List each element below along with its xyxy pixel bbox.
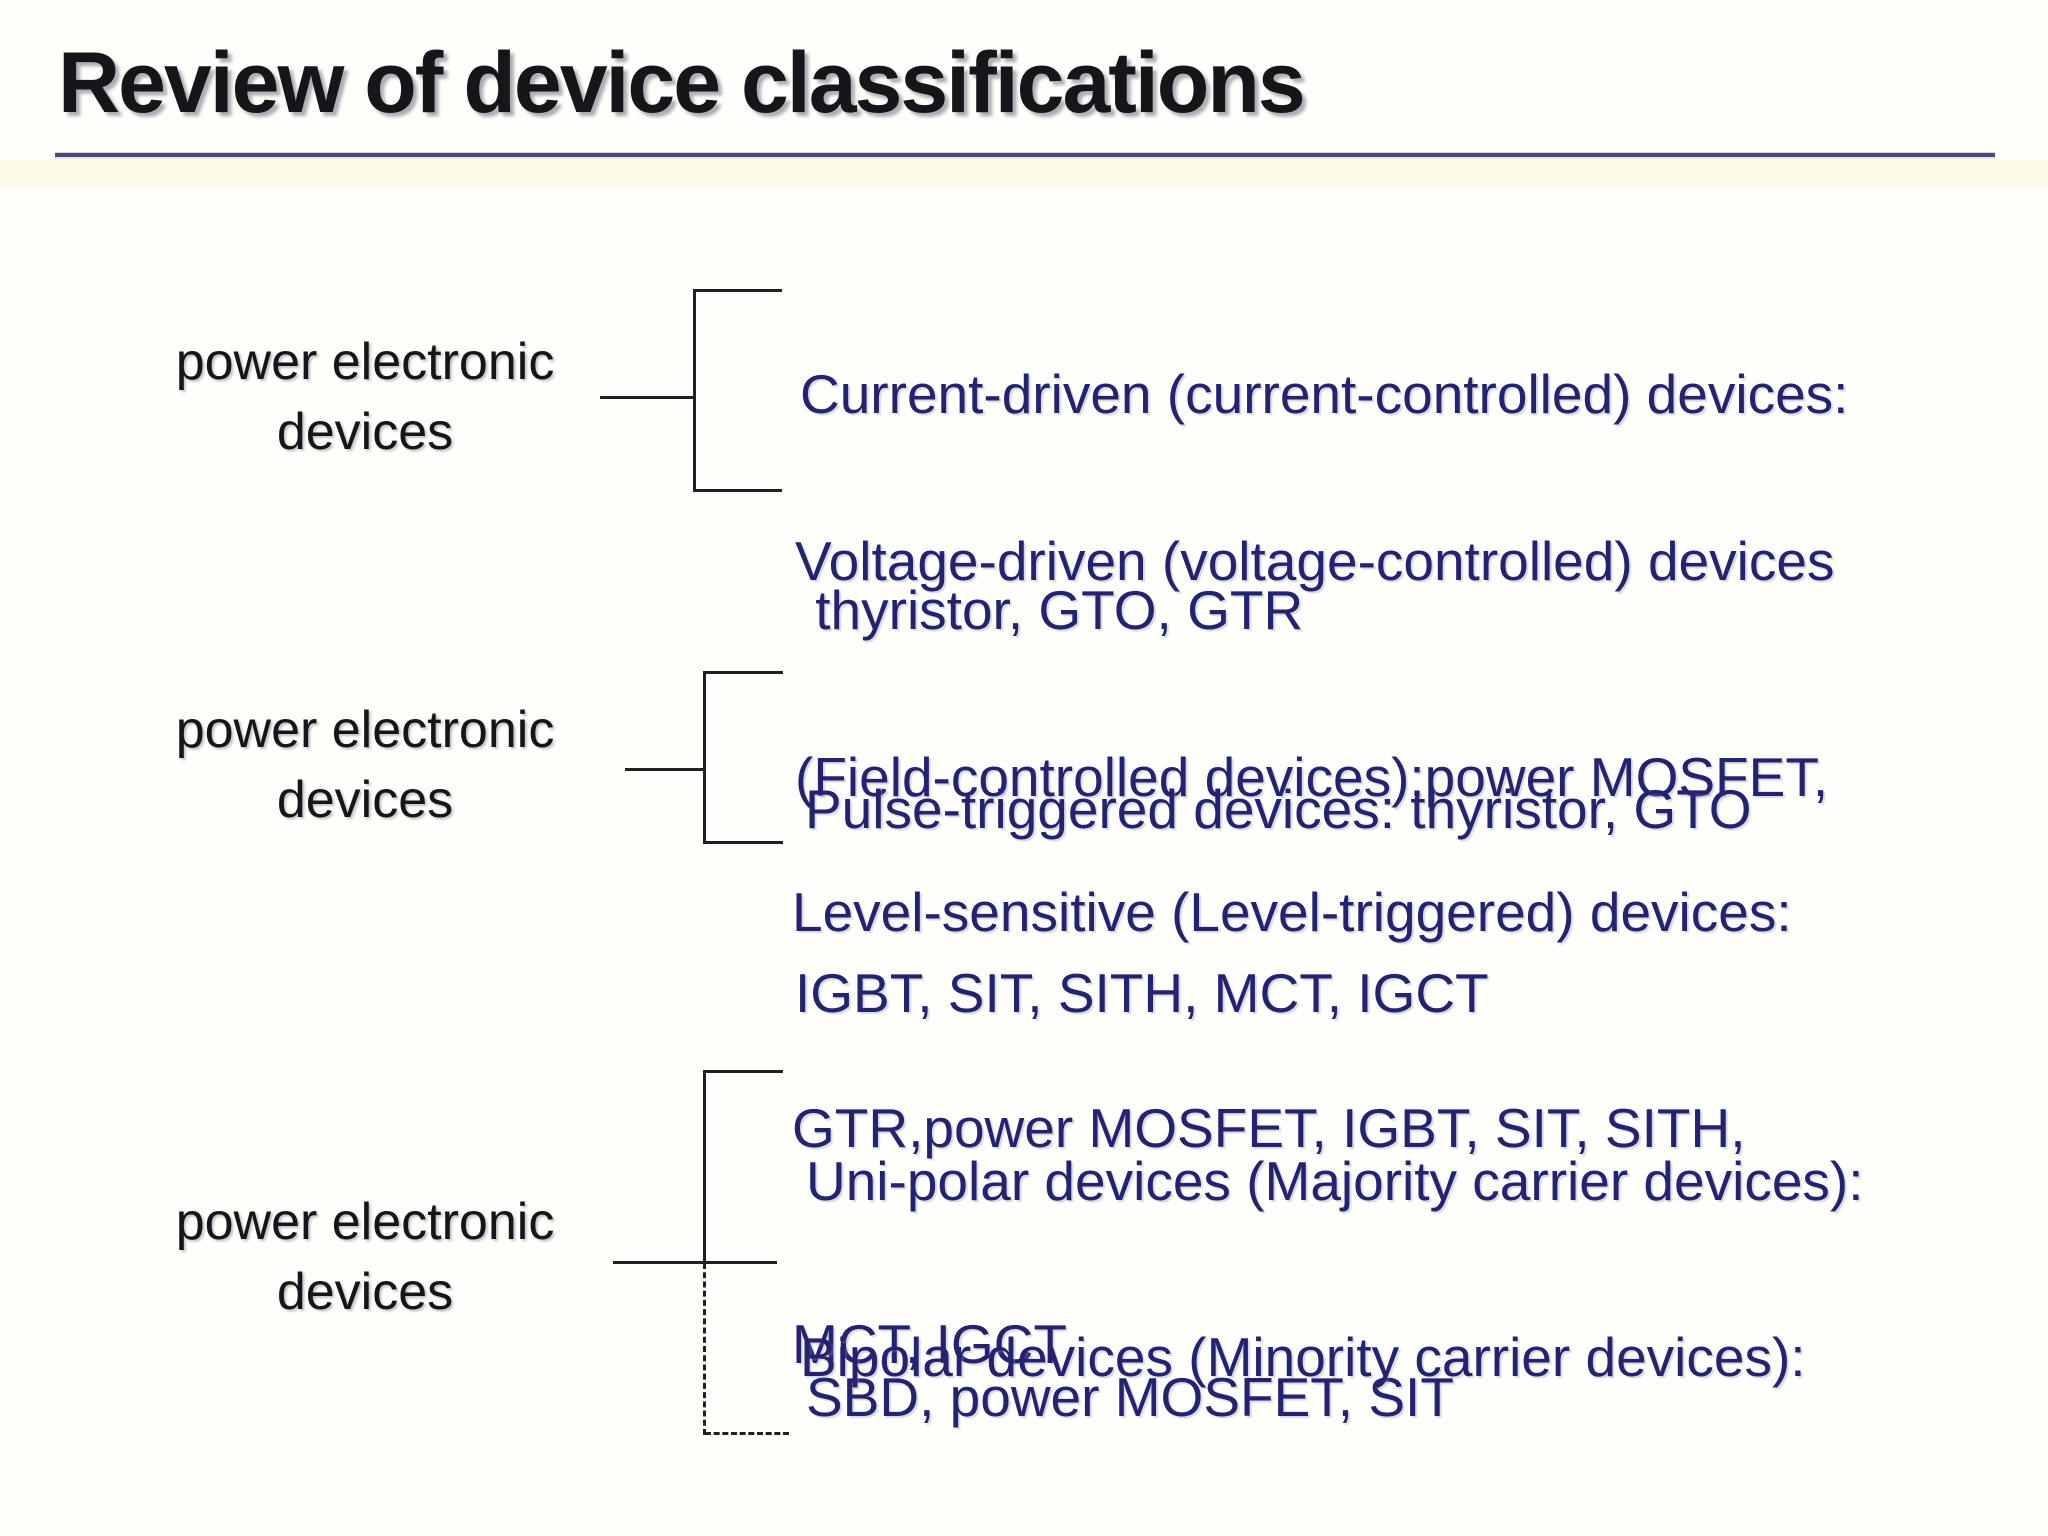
group-1-branch-1-text: Current-driven (current-controlled) devi… <box>800 214 1848 790</box>
group-3-label-line-1: power electronic <box>175 1193 555 1251</box>
group-1-bracket-arm-top <box>693 289 782 292</box>
group-1-label: power electronic devices <box>130 327 600 467</box>
group-2-bracket-arm-bottom <box>703 841 783 844</box>
group-1-bracket-stem <box>600 396 696 399</box>
group-3-branch-1-text: Uni-polar devices (Majority carrier devi… <box>806 1001 1864 1536</box>
group-2-branch-2-text: Level-sensitive (Level-triggered) device… <box>792 732 1792 1524</box>
group-3-label: power electronic devices <box>130 1187 600 1327</box>
group-3-bracket-arm-top <box>703 1070 783 1073</box>
group-2-label-line-2: devices <box>276 771 454 829</box>
branch-text-line: Bipolar devices (Minority carrier device… <box>800 1326 1806 1388</box>
group-2-bracket-spine <box>703 671 706 844</box>
group-3-bracket-spine-dashed <box>703 1263 706 1435</box>
group-3-bracket-stem <box>613 1261 777 1264</box>
group-1-branch-2-text: Voltage-driven (voltage-controlled) devi… <box>795 381 1834 1173</box>
branch-text-line: Voltage-driven (voltage-controlled) devi… <box>795 530 1835 592</box>
group-2-bracket-stem <box>625 768 706 771</box>
group-1-bracket-spine <box>693 289 696 492</box>
title-underline <box>55 153 1995 157</box>
branch-text-line: thyristor, GTO, GTR <box>800 579 1304 641</box>
group-3-branch-2-text: Bipolar devices (Minority carrier device… <box>800 1177 1847 1536</box>
branch-text-line: (Field-controlled devices):power MOSFET, <box>795 746 1829 808</box>
page-title: Review of device classifications <box>58 35 1306 131</box>
group-1-label-line-2: devices <box>276 403 454 461</box>
group-2-branch-1-text: Pulse-triggered devices: thyristor, GTO <box>805 629 1752 989</box>
group-1-bracket-arm-bottom <box>693 489 782 492</box>
branch-text-line: Uni-polar devices (Majority carrier devi… <box>806 1150 1864 1212</box>
branch-text-line: GTR,power MOSFET, IGBT, SIT, SITH, <box>792 1097 1746 1159</box>
branch-text-line: MCT, IGCT <box>792 1313 1067 1375</box>
group-3-label-line-2: devices <box>276 1263 454 1321</box>
group-3-branch-3-text: Composite devices: IGBT, SITH, MCT <box>815 1402 1738 1536</box>
header-tint-band <box>0 161 2048 187</box>
group-2-label-line-1: power electronic <box>175 701 555 759</box>
branch-text-line: Level-sensitive (Level-triggered) device… <box>792 881 1792 943</box>
group-2-bracket-arm-top <box>703 671 783 674</box>
group-3-bracket-arm-dashed <box>705 1432 789 1435</box>
branch-text-line: SBD, power MOSFET, SIT <box>806 1366 1454 1428</box>
group-2-label: power electronic devices <box>130 695 600 835</box>
branch-text-line: IGBT, SIT, SITH, MCT, IGCT <box>795 962 1489 1024</box>
branch-text-line: Pulse-triggered devices: thyristor, GTO <box>805 778 1752 840</box>
branch-text-line: Current-driven (current-controlled) devi… <box>800 363 1849 425</box>
group-1-label-line-1: power electronic <box>175 333 555 391</box>
group-3-bracket-spine <box>703 1070 706 1263</box>
